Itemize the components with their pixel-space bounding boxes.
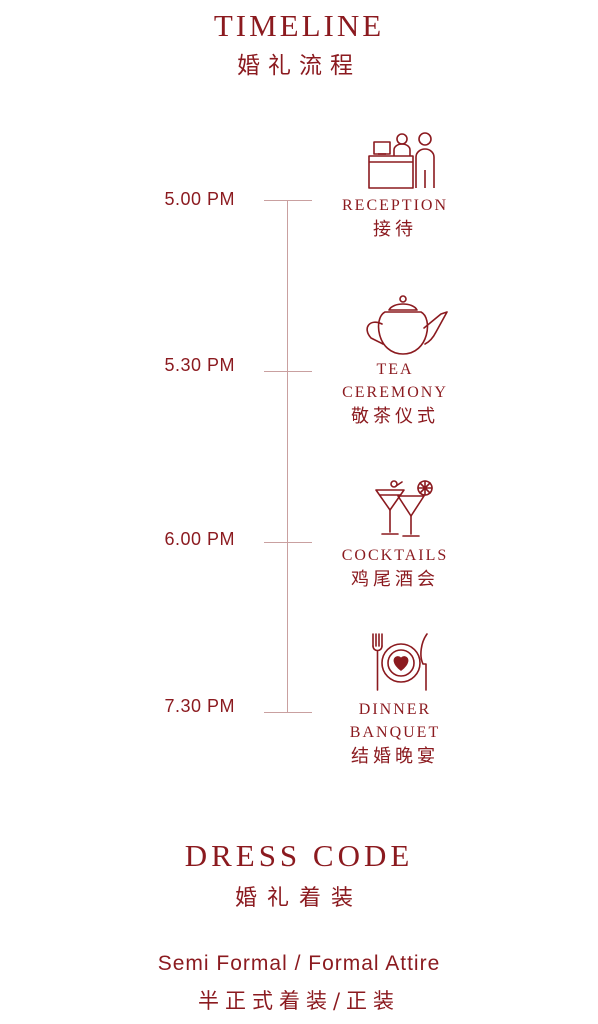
- timeline-tick: [264, 200, 312, 201]
- timeline-tick: [264, 712, 312, 713]
- event-label-zh: 鸡尾酒会: [351, 569, 439, 590]
- dress-code-title: DRESS CODE: [184, 838, 414, 873]
- timeline-line: [287, 200, 288, 712]
- event-tea-ceremony: TEA CEREMONY 敬茶仪式: [330, 358, 460, 430]
- timeline-title: TIMELINE: [213, 8, 385, 43]
- dinner-plate-icon: [372, 633, 428, 691]
- event-cocktails: COCKTAILS 鸡尾酒会: [330, 544, 460, 593]
- event-dinner-banquet: DINNER BANQUET 结婚晚宴: [330, 698, 460, 770]
- dress-code-title-zh: 婚礼着装: [234, 886, 363, 911]
- cocktail-glasses-icon: [375, 480, 433, 537]
- attire-text: Semi Formal / Formal Attire: [157, 952, 441, 975]
- event-label-en: CEREMONY: [342, 384, 448, 401]
- time-cocktails: 6.00 PM: [164, 529, 235, 549]
- timeline-tick: [264, 542, 312, 543]
- time-tea-ceremony: 5.30 PM: [164, 355, 235, 375]
- event-label-zh: 敬茶仪式: [351, 406, 439, 427]
- time-reception: 5.00 PM: [164, 189, 235, 209]
- teapot-icon: [366, 295, 448, 355]
- event-label-en: RECEPTION: [342, 197, 448, 214]
- event-label-en: DINNER: [358, 701, 432, 718]
- event-label-en: TEA: [376, 361, 414, 378]
- timeline-title-zh: 婚礼流程: [237, 53, 361, 79]
- event-label-zh: 结婚晚宴: [351, 746, 439, 767]
- event-label-en: COCKTAILS: [341, 547, 449, 564]
- event-label-en: BANQUET: [349, 724, 441, 741]
- attire-text-zh: 半正式着装/正装: [197, 989, 401, 1013]
- timeline-tick: [264, 371, 312, 372]
- reception-desk-icon: [368, 132, 435, 189]
- time-dinner-banquet: 7.30 PM: [164, 696, 235, 716]
- event-reception: RECEPTION 接待: [330, 194, 460, 243]
- event-label-zh: 接待: [373, 219, 417, 240]
